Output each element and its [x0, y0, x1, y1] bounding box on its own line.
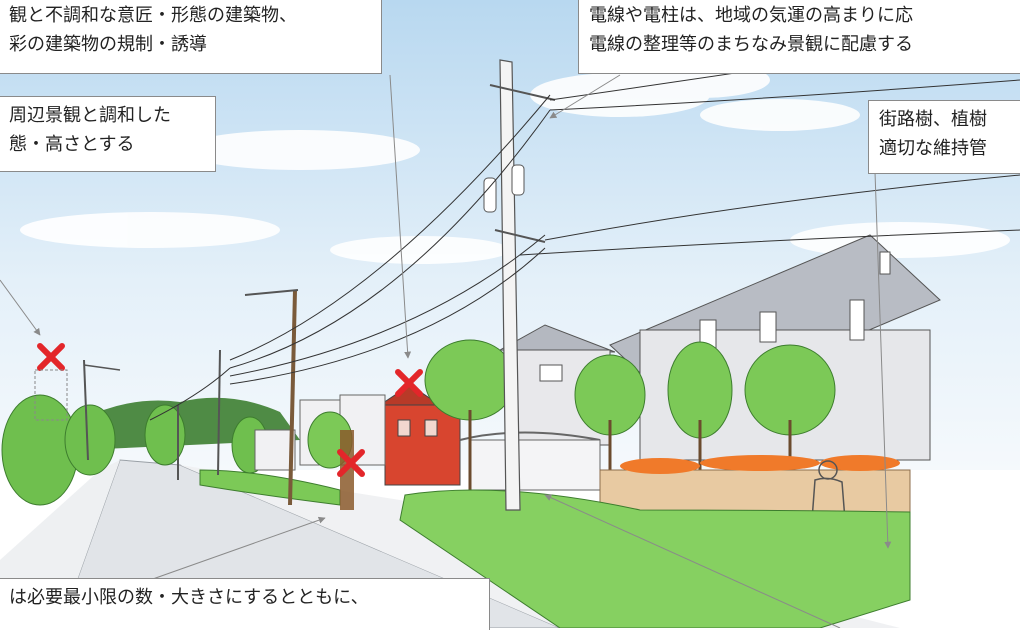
callout-text-line: 観と不調和な意匠・形態の建築物、	[9, 5, 297, 26]
prohibited-mark	[337, 449, 365, 477]
callout-street-trees: 街路樹、植樹 適切な維持管	[868, 100, 1020, 174]
callout-signage: は必要最小限の数・大きさにするとともに、	[0, 578, 490, 630]
callout-text-line: 態・高さとする	[9, 134, 135, 155]
carport	[459, 431, 601, 491]
callout-text-line: 電線や電柱は、地域の気運の高まりに応	[589, 5, 913, 26]
red-house	[378, 384, 461, 486]
utility-poles	[83, 59, 556, 511]
prohibited-mark	[395, 369, 423, 397]
callout-text-line: 街路樹、植樹	[879, 109, 987, 130]
callout-text-line: 周辺景観と調和した	[9, 105, 171, 126]
street-trees	[307, 339, 836, 469]
callout-power-lines: 電線や電柱は、地域の気運の高まりに応 電線の整理等のまちなみ景観に配慮する	[578, 0, 1020, 74]
callout-text-line: 適切な維持管	[879, 138, 987, 159]
callout-text-line: 彩の建築物の規制・誘導	[9, 34, 207, 55]
callout-building-height: 周辺景観と調和した 態・高さとする	[0, 96, 216, 172]
callout-text-line: 電線の整理等のまちなみ景観に配慮する	[589, 34, 913, 55]
callout-text-line: は必要最小限の数・大きさにするとともに、	[9, 587, 369, 608]
prohibited-mark	[37, 343, 65, 371]
callout-building-design: 観と不調和な意匠・形態の建築物、 彩の建築物の規制・誘導	[0, 0, 382, 74]
tall-building-outline	[34, 369, 68, 421]
